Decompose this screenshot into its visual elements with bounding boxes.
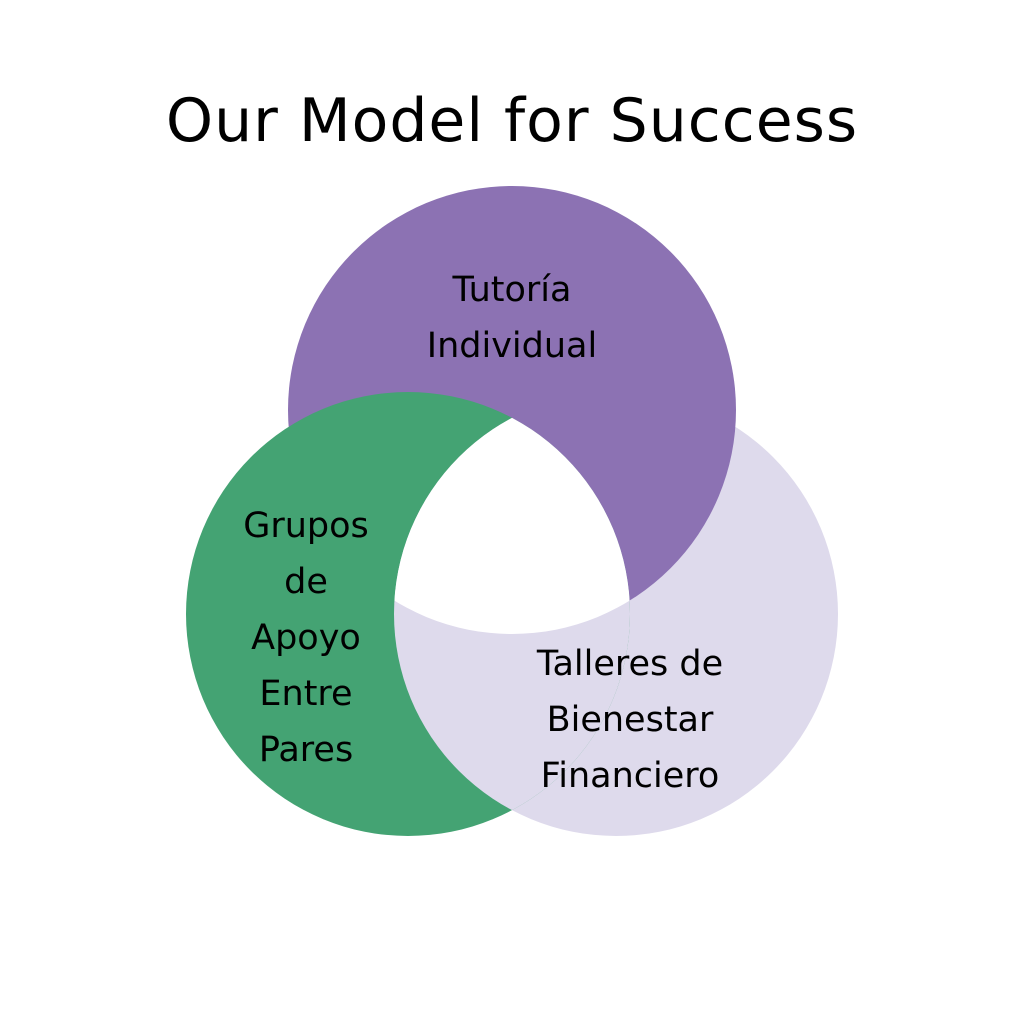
label-line: Pares	[258, 730, 354, 770]
label-grupos: Grupos de Apoyo Entre Pares	[196, 498, 416, 778]
label-line: de	[284, 562, 328, 602]
label-talleres: Talleres de Bienestar Financiero	[480, 636, 780, 804]
label-line: Tutoría	[452, 270, 572, 310]
label-line: Apoyo	[251, 618, 361, 658]
label-tutoria: Tutoría Individual	[362, 262, 662, 374]
label-line: Entre	[259, 674, 353, 714]
label-line: Individual	[426, 326, 598, 366]
label-line: Talleres de	[536, 644, 724, 684]
diagram-title: Our Model for Success	[165, 86, 859, 156]
label-line: Grupos	[243, 506, 369, 546]
label-line: Financiero	[540, 756, 720, 796]
label-line: Bienestar	[546, 700, 714, 740]
